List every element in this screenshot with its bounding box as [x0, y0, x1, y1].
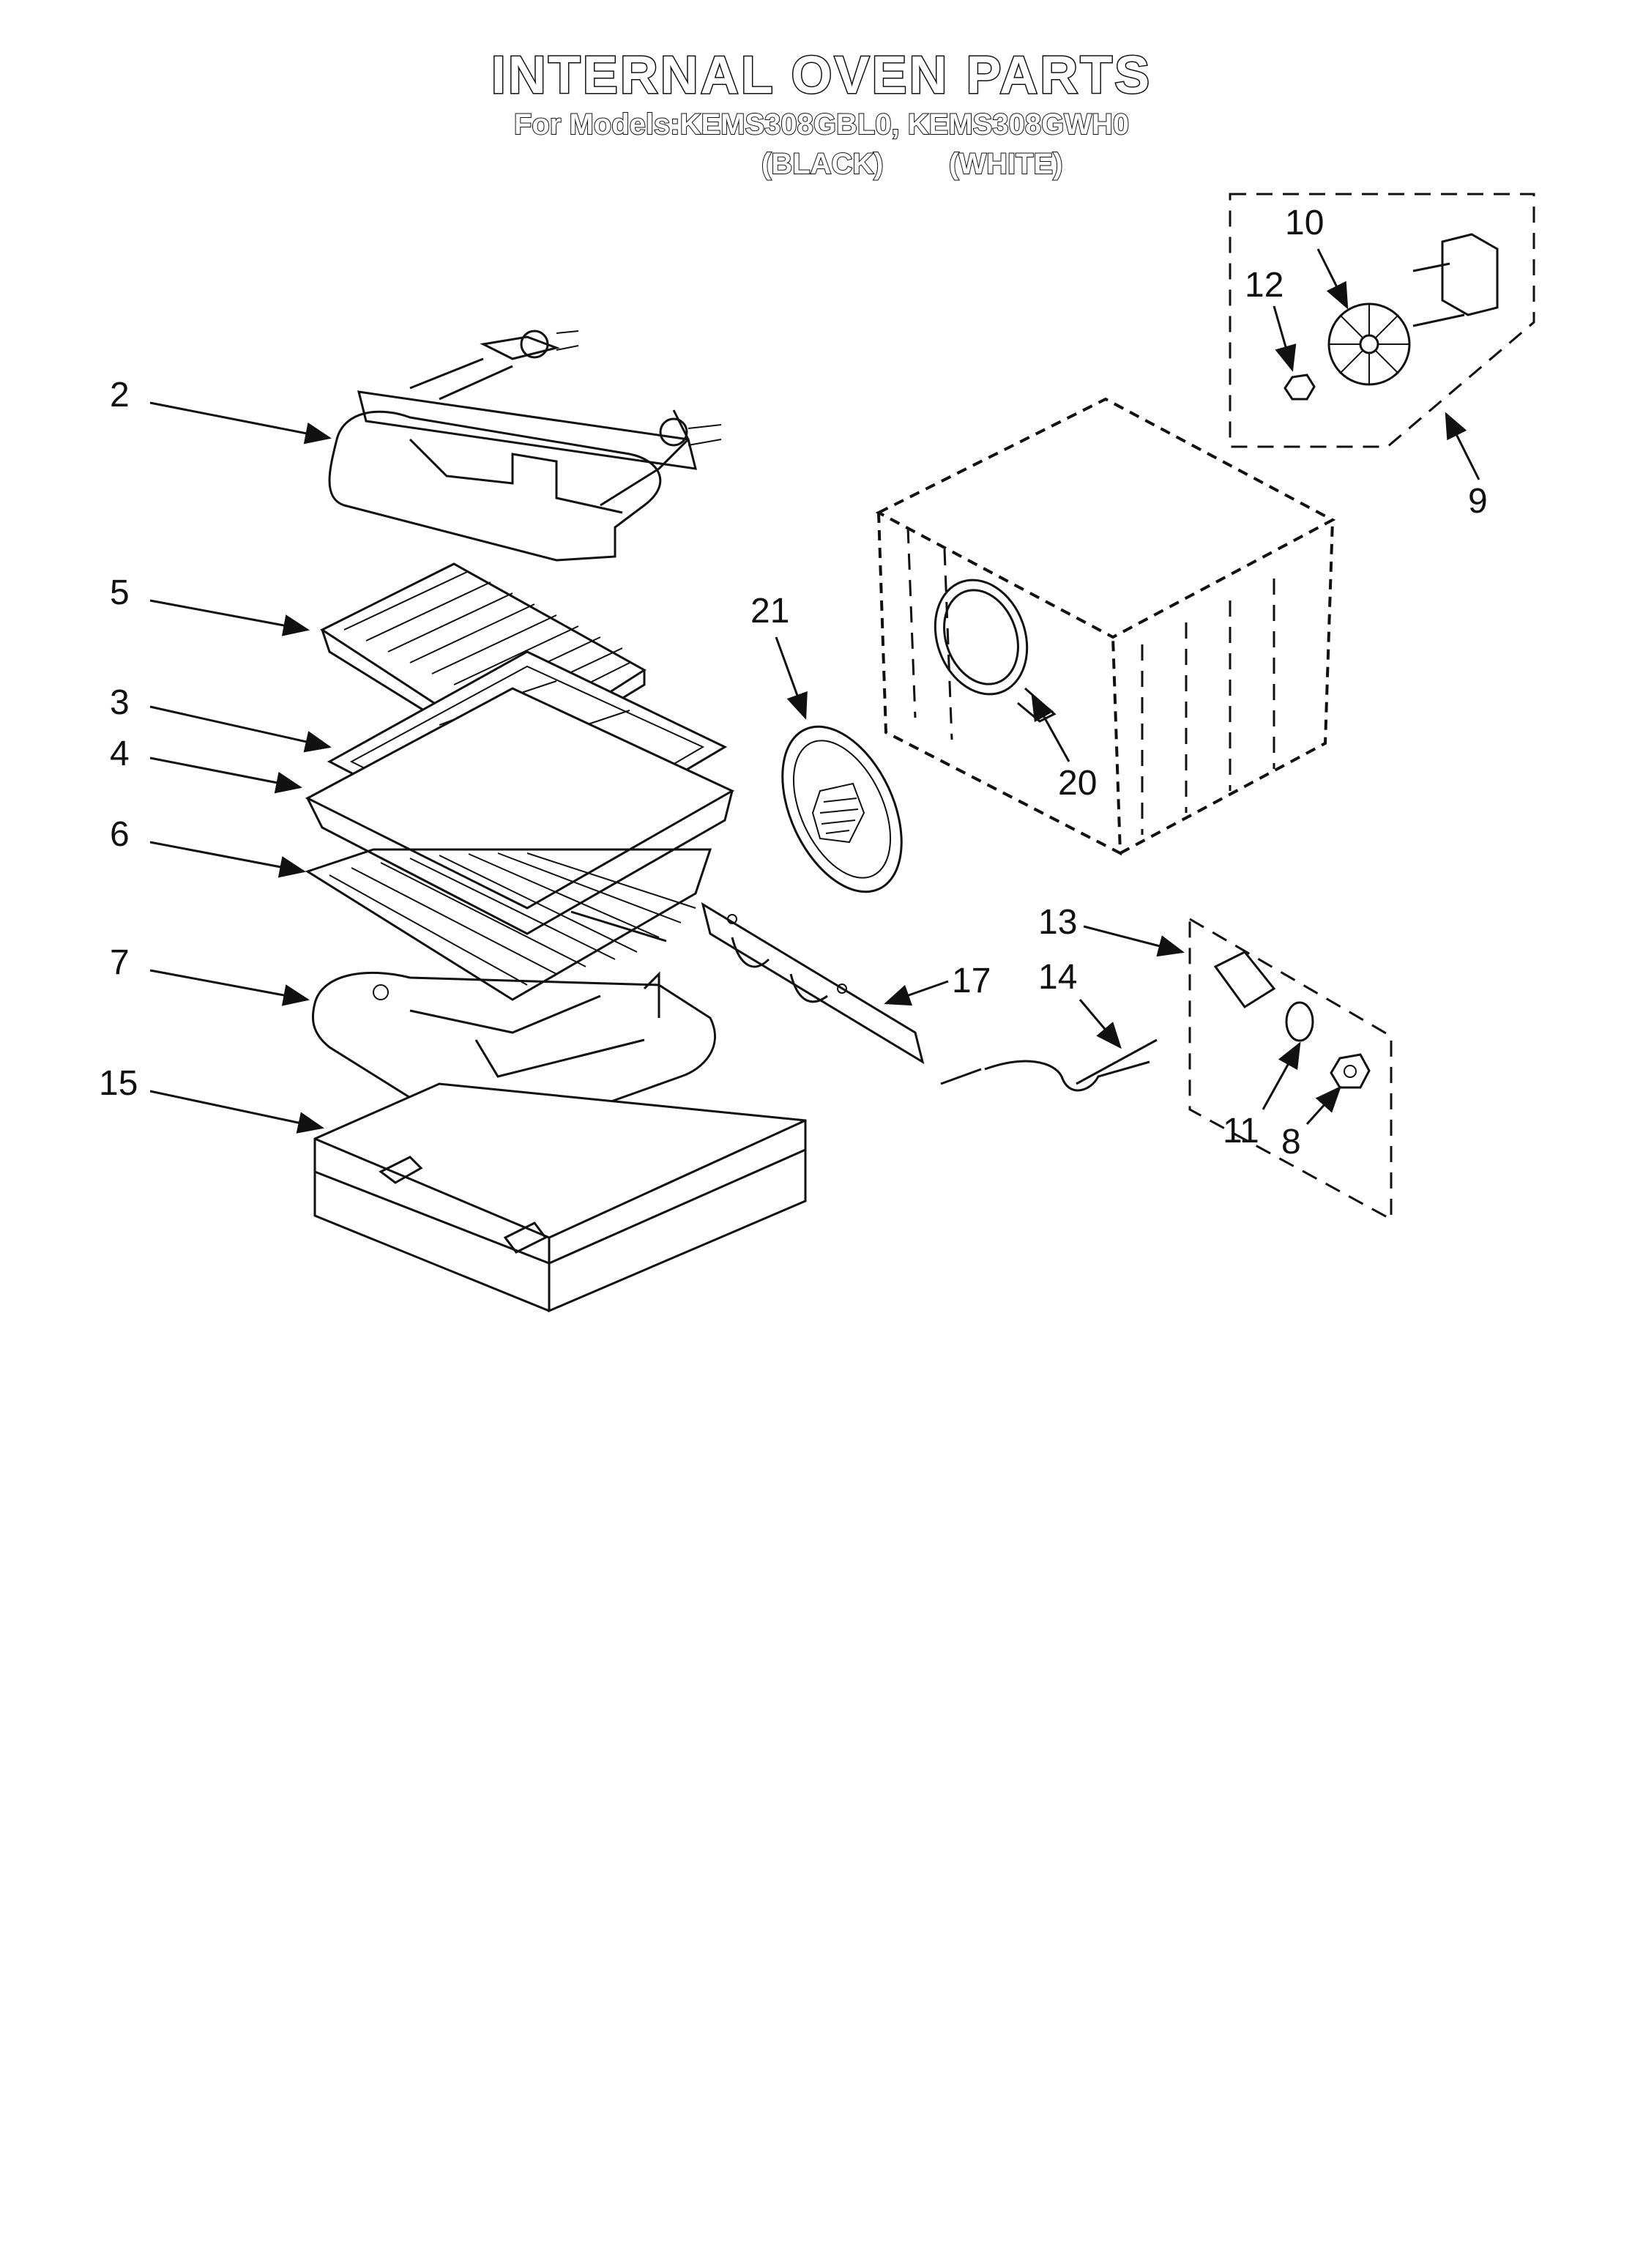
convection-motor-assembly-part [1229, 193, 1535, 448]
callout-10: 10 [1285, 204, 1324, 242]
meat-probe-part [940, 1038, 1158, 1092]
callout-14: 14 [1038, 958, 1077, 997]
callout-20: 20 [1058, 764, 1097, 803]
callout-17: 17 [952, 962, 991, 1000]
variant-black-label: (BLACK) [761, 147, 884, 181]
callout-labels: 2 5 3 4 6 7 15 21 20 17 13 14 11 8 10 12… [99, 204, 1488, 1161]
callout-21: 21 [750, 592, 789, 631]
light-assembly-part [1188, 917, 1393, 1222]
diagram-title: INTERNAL OVEN PARTS [490, 45, 1152, 106]
fan-cover-part [781, 725, 903, 893]
oven-cavity-outline [875, 397, 1336, 856]
variant-white-label: (WHITE) [948, 147, 1064, 181]
callout-4: 4 [110, 735, 130, 773]
callout-8: 8 [1281, 1123, 1301, 1161]
callout-11: 11 [1223, 1112, 1259, 1150]
broil-element-part [328, 330, 722, 562]
leader-lines [149, 248, 1480, 1134]
side-rail-part [701, 901, 925, 1065]
callout-3: 3 [110, 683, 130, 722]
broil-pan-insert-part [305, 687, 735, 935]
callout-9: 9 [1468, 482, 1488, 521]
callout-5: 5 [110, 573, 130, 612]
bake-element-part [311, 971, 716, 1138]
callout-13: 13 [1038, 903, 1077, 942]
oven-rack-part [305, 848, 712, 1001]
oven-bottom-part [313, 1082, 807, 1313]
callout-2: 2 [110, 376, 130, 414]
model-list: For Models:KEMS308GBL0, KEMS308GWH0 [513, 108, 1130, 141]
callout-7: 7 [110, 943, 130, 982]
callout-12: 12 [1245, 266, 1284, 305]
callout-15: 15 [99, 1064, 138, 1103]
callout-6: 6 [110, 815, 130, 854]
